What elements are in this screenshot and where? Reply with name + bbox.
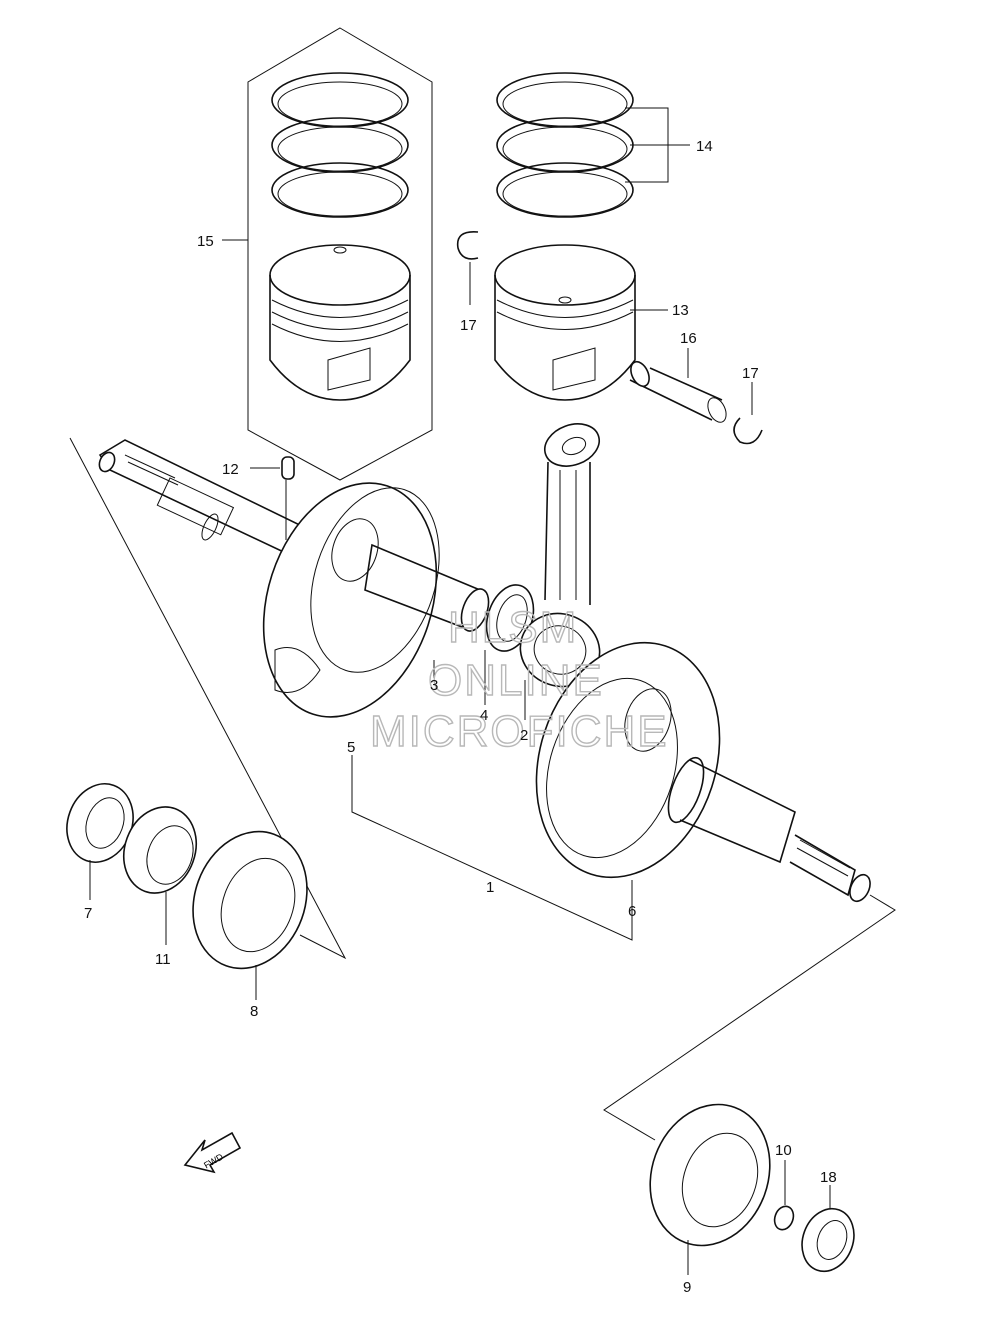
label-13: 13 [672, 302, 689, 319]
label-16: 16 [680, 330, 697, 347]
label-12: 12 [222, 461, 239, 478]
crankshaft-right-shaft [667, 756, 871, 903]
crank-pin [364, 543, 490, 632]
connecting-rod [519, 423, 601, 720]
watermark-line3: MICROFICHE [370, 707, 669, 756]
label-11: 11 [155, 951, 171, 968]
crankshaft-left-shaft [98, 439, 312, 556]
piston-rings-right [496, 72, 690, 218]
watermark: HLSM ONLINE MICROFICHE [369, 602, 669, 756]
label-1: 1 [486, 879, 494, 896]
label-3: 3 [430, 677, 438, 694]
label-4: 4 [480, 707, 488, 724]
label-5: 5 [347, 739, 355, 756]
label-10: 10 [775, 1142, 792, 1159]
circlip-right [733, 382, 763, 445]
label-17a: 17 [460, 317, 477, 334]
alignment-line-right [603, 894, 896, 1141]
callout-labels: 1 2 3 4 5 6 7 8 9 10 11 12 13 14 15 16 1… [84, 138, 837, 1296]
circlip-left [456, 231, 479, 305]
alignment-line-left [69, 437, 347, 960]
label-18: 18 [820, 1169, 837, 1186]
watermark-line2: ONLINE [428, 656, 604, 705]
watermark-line1: HLSM [448, 603, 578, 652]
piston-rings-left [271, 72, 409, 218]
timing-gear [123, 806, 197, 945]
label-17b: 17 [742, 365, 759, 382]
label-2: 2 [520, 727, 528, 744]
label-14: 14 [696, 138, 713, 155]
assembly-bracket [351, 755, 633, 941]
main-bearing-left [192, 830, 308, 1000]
circlip-shaft [773, 1160, 795, 1231]
main-bearing-right [649, 1103, 771, 1275]
key-pin [250, 456, 295, 480]
crank-web-left [262, 482, 440, 718]
label-9: 9 [683, 1279, 691, 1296]
label-8: 8 [250, 1003, 258, 1020]
fwd-arrow-icon: FWD [183, 1131, 242, 1174]
label-15: 15 [197, 233, 214, 250]
piston-right [494, 244, 668, 401]
label-7: 7 [84, 905, 92, 922]
oil-seal [801, 1185, 855, 1273]
piston-set-enclosure [222, 27, 433, 481]
label-6: 6 [628, 903, 636, 920]
piston-left [269, 244, 411, 401]
piston-pin [629, 348, 727, 423]
